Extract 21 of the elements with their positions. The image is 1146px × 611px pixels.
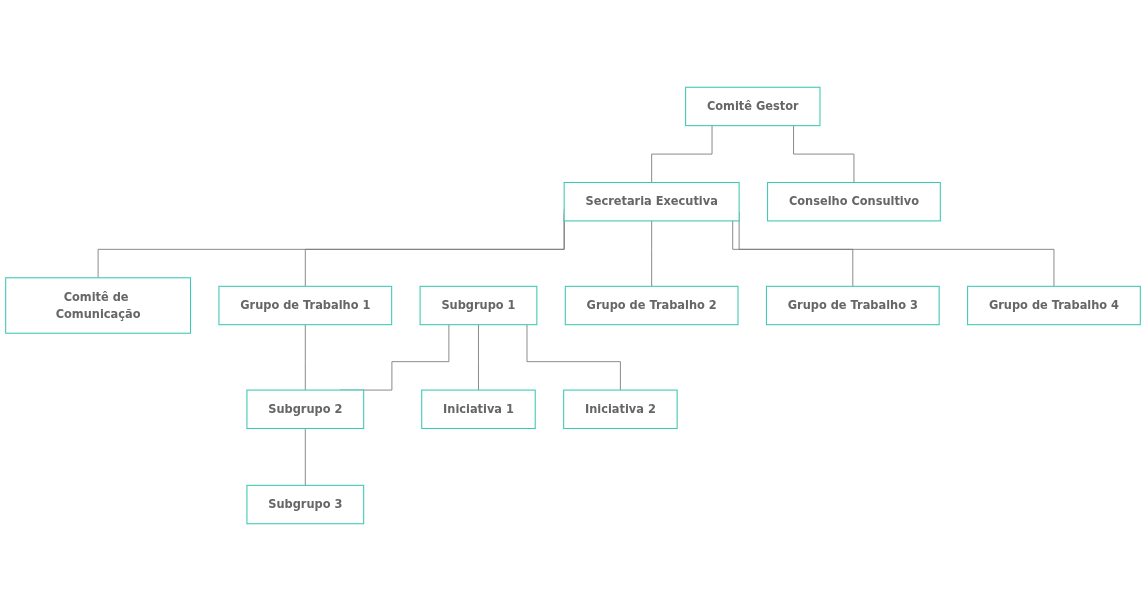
node-box: Subgrupo 3 xyxy=(246,484,365,525)
node-box: Grupo de Trabalho 1 xyxy=(218,285,393,326)
node-box: Subgrupo 2 xyxy=(246,389,365,429)
connector xyxy=(651,220,653,287)
node-box: Iniciativa 1 xyxy=(421,389,536,429)
connector xyxy=(304,428,306,486)
connector xyxy=(526,324,621,391)
connector xyxy=(793,125,855,183)
connector xyxy=(732,220,854,287)
node-box: Grupo de Trabalho 2 xyxy=(564,285,739,326)
connector xyxy=(304,324,306,391)
node-box: Grupo de Trabalho 4 xyxy=(967,285,1141,326)
connector xyxy=(651,125,713,183)
node-box: Comitê Gestor xyxy=(685,86,821,127)
connector xyxy=(478,324,479,391)
node-box: Subgrupo 1 xyxy=(419,285,538,326)
node-box: Secretaria Executiva xyxy=(563,182,740,222)
node-box: Conselho Consultivo xyxy=(767,182,941,222)
node-box: Grupo de Trabalho 3 xyxy=(765,285,940,326)
node-box: Iniciativa 2 xyxy=(563,389,678,429)
node-box: Comitê de Comunicação xyxy=(5,277,192,334)
